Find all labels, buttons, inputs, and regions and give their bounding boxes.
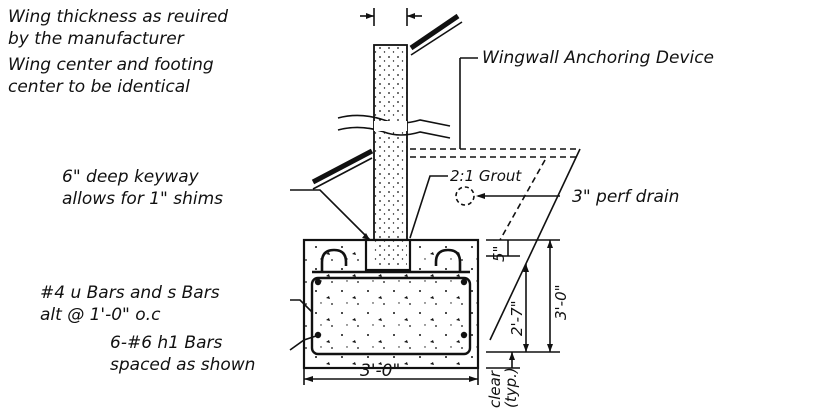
dim-overall-height: 3'-0" — [552, 284, 570, 320]
note-wing-thickness-1: Wing thickness as reuired — [8, 7, 228, 27]
label-bars-1: #4 u Bars and s Bars — [40, 283, 220, 303]
leaders — [289, 8, 560, 351]
dim-top: 5" — [490, 246, 508, 262]
wing-wall — [337, 44, 451, 271]
dimensions — [303, 239, 560, 385]
label-grout: 2:1 Grout — [450, 167, 522, 185]
label-keyway-2: allows for 1" shims — [62, 189, 223, 209]
note-wing-center-1: Wing center and footing — [8, 55, 214, 75]
dim-clear-2: (typ.) — [502, 367, 520, 408]
anchoring-device — [410, 148, 581, 341]
perf-drain-circle — [455, 186, 475, 206]
h-bar-1 — [314, 331, 322, 339]
wingwall-slope-lower — [311, 148, 374, 190]
dim-footing-width: 3'-0" — [360, 361, 400, 381]
h-bar-3 — [314, 278, 322, 286]
wingwall-slope-upper — [409, 13, 463, 56]
h-bar-2 — [460, 331, 468, 339]
label-bars-2: alt @ 1'-0" o.c — [40, 305, 161, 325]
label-perf-drain: 3" perf drain — [572, 187, 679, 207]
footing — [302, 238, 480, 370]
label-hbars-1: 6-#6 h1 Bars — [110, 333, 222, 353]
dim-clear-1: clear — [486, 370, 504, 408]
note-wing-thickness-2: by the manufacturer — [8, 29, 185, 49]
note-wing-center-2: center to be identical — [8, 77, 190, 97]
label-hbars-2: spaced as shown — [110, 355, 255, 375]
dim-lower: 2'-7" — [508, 300, 526, 336]
label-keyway-1: 6" deep keyway — [62, 167, 200, 187]
h-bar-4 — [460, 278, 468, 286]
label-anchoring-device: Wingwall Anchoring Device — [482, 48, 714, 68]
